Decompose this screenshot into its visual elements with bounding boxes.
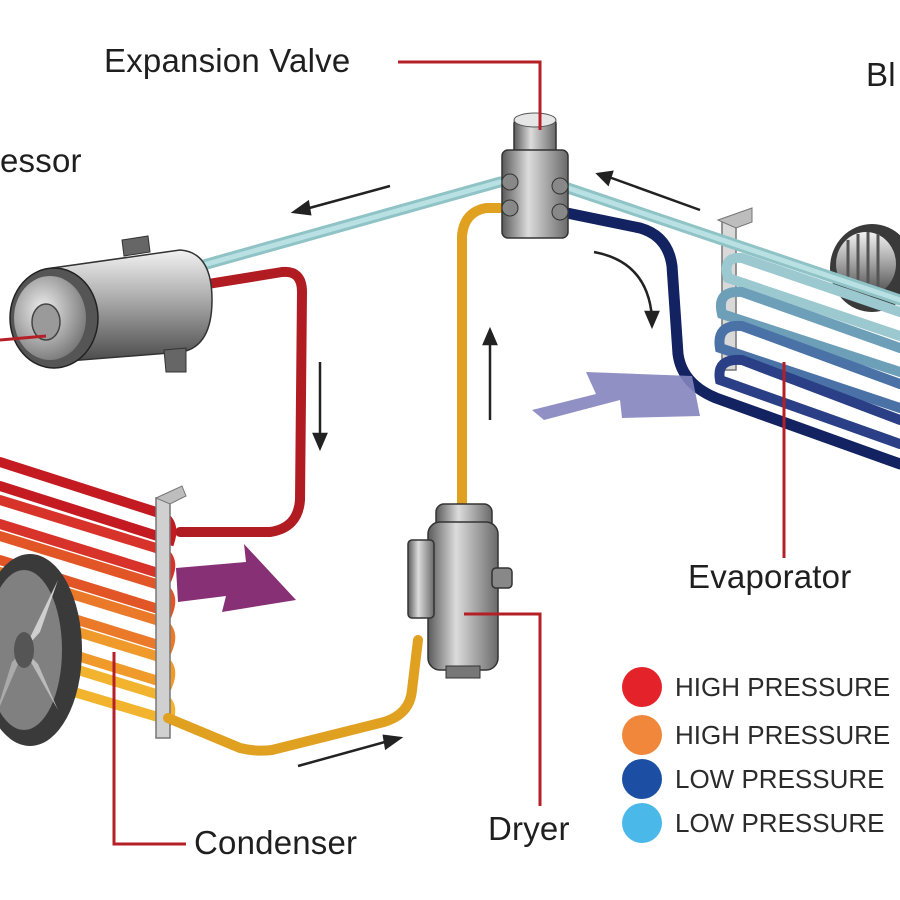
legend-label: HIGH PRESSURE [675, 671, 891, 702]
condenser-airflow-arrow [176, 544, 296, 612]
expansion-valve [501, 112, 569, 239]
high-pressure-liquid-line [163, 203, 505, 756]
legend-item: LOW PRESSURE [622, 803, 885, 843]
legend-label: LOW PRESSURE [675, 807, 885, 838]
legend-swatch [622, 759, 662, 799]
legend-label: HIGH PRESSURE [675, 719, 891, 750]
flow-arrows [290, 170, 701, 768]
expansion-valve-label: Expansion Valve [104, 42, 351, 79]
compressor [9, 235, 213, 373]
evaporator-label: Evaporator [688, 558, 852, 595]
evaporator-coils [714, 252, 900, 449]
evaporator-airflow-arrow [532, 372, 700, 420]
legend-item: HIGH PRESSURE [622, 715, 891, 755]
blower-label: Bl [866, 56, 896, 93]
leader-lines [0, 60, 786, 846]
low-pressure-gas-lines [194, 176, 900, 306]
legend-swatch [622, 667, 662, 707]
high-pressure-gas-line [175, 266, 307, 537]
condenser-frame [154, 485, 187, 739]
legend-item: LOW PRESSURE [622, 759, 885, 799]
legend-swatch [622, 803, 662, 843]
condenser-fan [0, 554, 82, 746]
low-pressure-liquid-line [556, 206, 900, 470]
condenser-label: Condenser [194, 824, 358, 861]
compressor-label: essor [0, 142, 82, 179]
legend-swatch [622, 715, 662, 755]
legend-label: LOW PRESSURE [675, 763, 885, 794]
legend-item: HIGH PRESSURE [622, 667, 891, 707]
dryer [407, 503, 513, 679]
dryer-label: Dryer [488, 810, 570, 847]
